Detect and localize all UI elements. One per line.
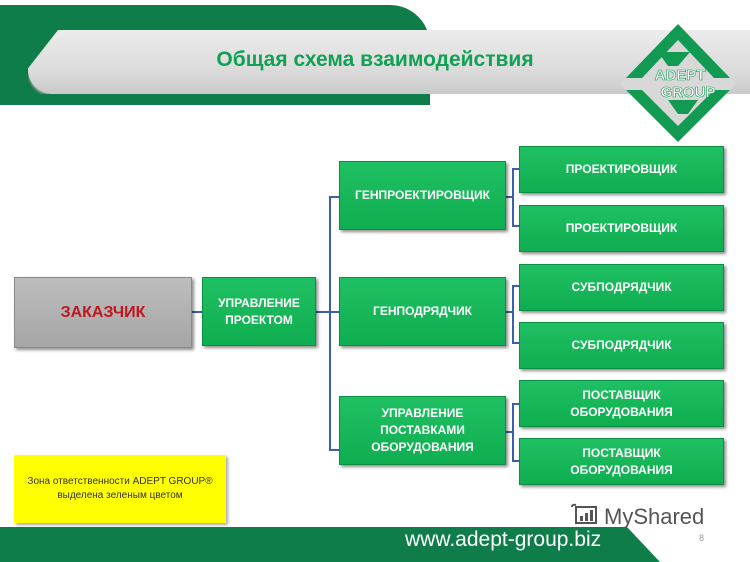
watermark: MyShared — [570, 503, 704, 531]
subcontractor-box: СУБПОДРЯДЧИК — [519, 264, 724, 311]
project-management-box: УПРАВЛЕНИЕ ПРОЕКТОМ — [202, 277, 316, 346]
presentation-chart-icon — [571, 503, 597, 524]
page-number: 8 — [699, 533, 705, 543]
svg-text:GROUP: GROUP — [660, 84, 715, 101]
adept-group-logo-icon: ADEPT GROUP — [620, 24, 736, 142]
client-box: ЗАКАЗЧИК — [14, 277, 192, 348]
connector-line — [316, 311, 330, 313]
general-contractor-box: ГЕНПОДРЯДЧИК — [339, 277, 506, 346]
connector-line — [512, 168, 514, 226]
connector-line — [512, 285, 514, 343]
designer-box: ПРОЕКТИРОВЩИК — [519, 205, 724, 252]
connector-line — [329, 196, 331, 450]
connector-line — [512, 403, 514, 461]
footer-url-link[interactable]: www.adept-group.biz — [405, 528, 602, 551]
responsibility-note: Зона ответственности ADEPT GROUP® выделе… — [14, 455, 226, 523]
watermark-text: MyShared — [604, 504, 705, 529]
connector-line — [512, 342, 520, 344]
connector-line — [190, 311, 202, 313]
equipment-supplier-box: ПОСТАВЩИК ОБОРУДОВАНИЯ — [519, 438, 724, 485]
connector-line — [505, 196, 513, 198]
page-title: Общая схема взаимодействия — [216, 48, 534, 71]
svg-text:ADEPT: ADEPT — [655, 67, 706, 84]
equipment-supplier-box: ПОСТАВЩИК ОБОРУДОВАНИЯ — [519, 380, 724, 427]
connector-line — [512, 460, 520, 462]
connector-line — [505, 431, 513, 433]
equipment-supply-management-box: УПРАВЛЕНИЕ ПОСТАВКАМИ ОБОРУДОВАНИЯ — [339, 396, 506, 465]
general-designer-box: ГЕНПРОЕКТИРОВЩИК — [339, 161, 506, 230]
connector-line — [512, 168, 520, 170]
subcontractor-box: СУБПОДРЯДЧИК — [519, 322, 724, 369]
designer-box: ПРОЕКТИРОВЩИК — [519, 146, 724, 193]
connector-line — [329, 449, 339, 451]
connector-line — [512, 225, 520, 227]
connector-line — [329, 196, 339, 198]
connector-line — [505, 311, 513, 313]
connector-line — [512, 403, 520, 405]
footer-band — [0, 527, 660, 562]
connector-line — [329, 311, 339, 313]
connector-line — [512, 285, 520, 287]
